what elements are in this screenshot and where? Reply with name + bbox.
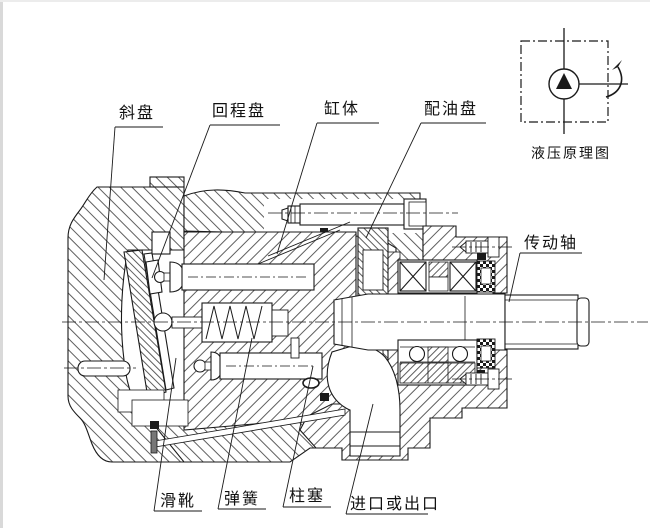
casing-top-boss	[149, 176, 185, 188]
rotation-arrow	[605, 60, 623, 98]
housing-bolt	[264, 198, 432, 233]
callout-inlet-outlet: 进口或出口	[345, 403, 440, 515]
label-swash-plate: 斜盘	[119, 103, 155, 122]
label-schematic-caption: 液压原理图	[531, 146, 611, 162]
slipper-lower	[193, 359, 207, 373]
piston-upper	[145, 259, 315, 295]
callout-cylinder-block: 缸体	[276, 99, 379, 255]
callout-piston: 柱塞	[282, 365, 331, 508]
label-return-plate: 回程盘	[212, 101, 266, 120]
swash-plate	[123, 249, 167, 399]
label-slipper: 滑靴	[160, 491, 196, 510]
centerlines	[62, 212, 648, 380]
valve-pin	[290, 337, 300, 359]
scan-edge-top	[0, 0, 650, 2]
callout-swash-plate: 斜盘	[103, 103, 163, 281]
callout-valve-plate: 配油盘	[365, 99, 486, 239]
scan-edge-left	[0, 0, 3, 528]
shaft-seal-upper	[476, 252, 496, 293]
label-piston: 柱塞	[289, 486, 325, 505]
callout-spring: 弹簧	[217, 337, 266, 510]
bearing-upper	[397, 259, 478, 294]
callout-slipper: 滑靴	[153, 357, 202, 512]
label-drive-shaft: 传动轴	[524, 233, 578, 252]
drain-rod-assembly	[117, 389, 346, 454]
label-valve-plate: 配油盘	[424, 99, 478, 118]
label-spring: 弹簧	[224, 489, 260, 508]
bearing-lower	[397, 339, 478, 386]
callout-drive-shaft: 传动轴	[508, 233, 582, 303]
hydraulic-schematic: 液压原理图	[520, 28, 628, 162]
label-cylinder-block: 缸体	[324, 99, 360, 118]
label-inlet-outlet: 进口或出口	[350, 494, 440, 513]
callout-return-plate: 回程盘	[151, 101, 280, 279]
anchor-pin	[77, 360, 131, 377]
centering-ball-and-spring	[153, 302, 289, 343]
main-cross-section	[67, 176, 590, 463]
valve-plate-port-upper	[362, 249, 384, 291]
piston-lower	[193, 351, 323, 381]
o-ring	[302, 377, 320, 389]
part-labels: 斜盘 回程盘 缸体 配油盘 传动轴 滑靴 弹簧 柱塞	[103, 99, 582, 515]
pump-flow-triangle	[556, 73, 572, 89]
spring-coils	[205, 305, 263, 340]
